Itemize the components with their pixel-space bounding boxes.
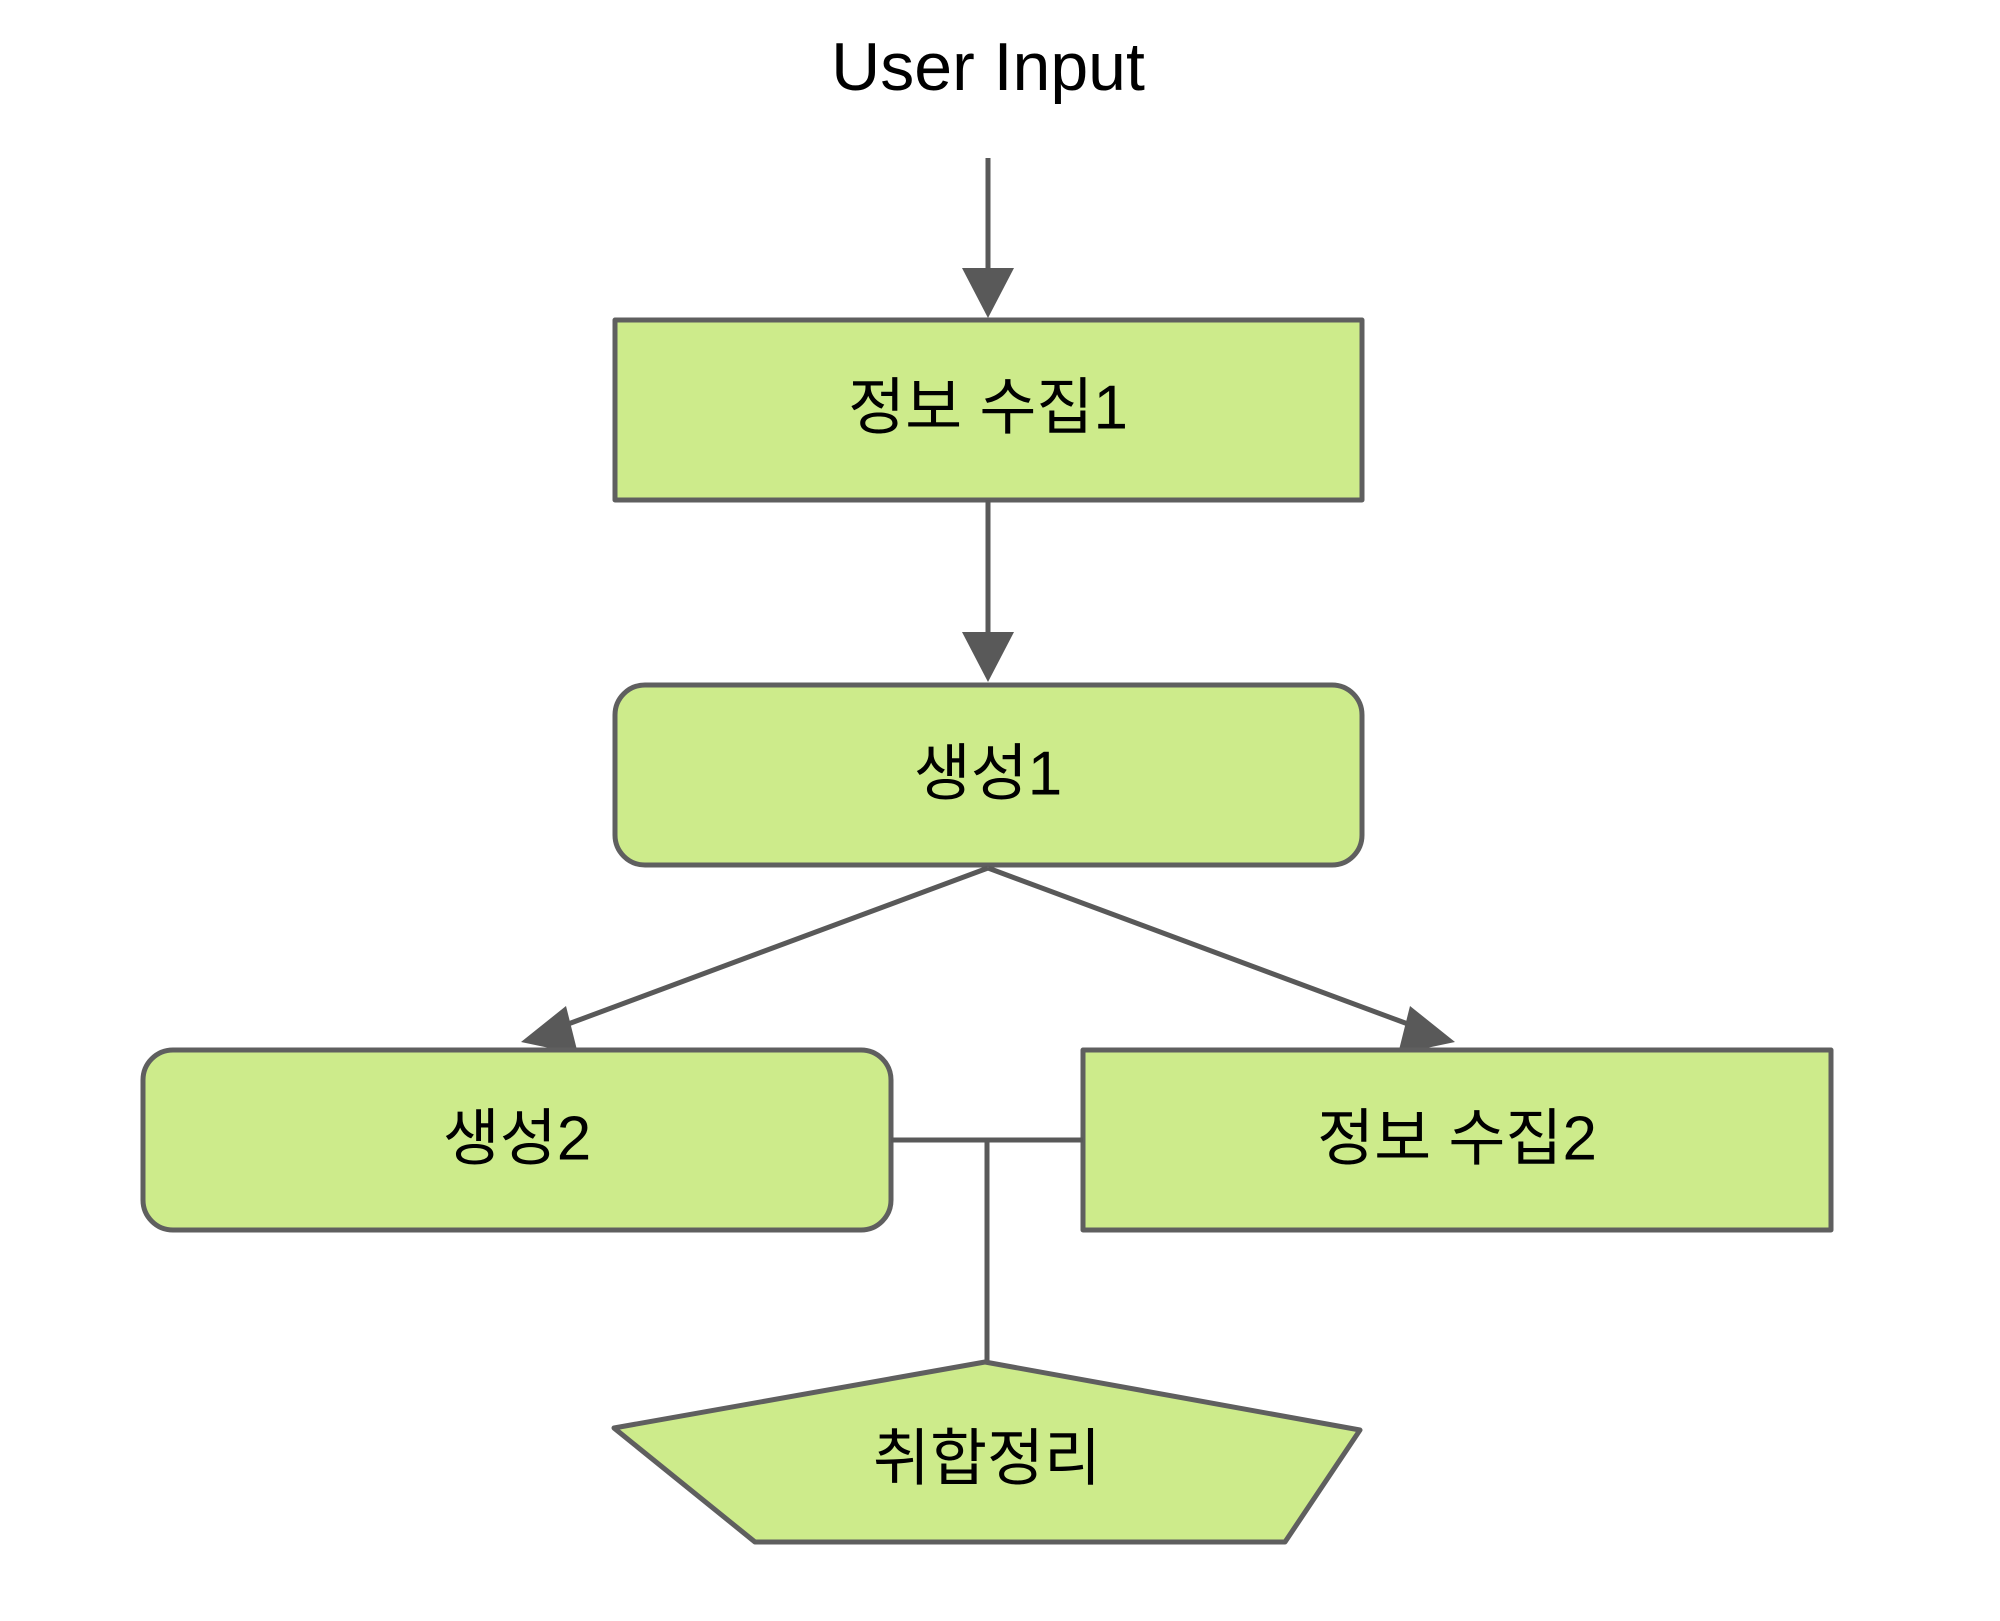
node-shape-pentagon (611, 1359, 1363, 1545)
node-jeongbo-sujip-2[interactable]: 정보 수집2 (1080, 1047, 1834, 1233)
node-label-4: 정보 수집2 (1317, 1104, 1597, 1173)
edge-user-input-to-node1 (962, 158, 1014, 318)
node-label-2: 생성1 (914, 739, 1063, 808)
node-label-1: 정보 수집1 (848, 373, 1128, 442)
node-chwihap-jeongri[interactable]: 취합정리 (611, 1359, 1363, 1545)
node-jeongbo-sujip-1[interactable]: 정보 수집1 (612, 317, 1365, 503)
node-label-5: 취합정리 (873, 1424, 1101, 1493)
edge-node2-to-node4 (987, 865, 1455, 1054)
edge-node1-to-node2 (962, 500, 1014, 682)
node-saengseong-2[interactable]: 생성2 (140, 1047, 894, 1233)
title-user-input: User Input (831, 29, 1145, 105)
node-shape-rectangle-2 (1080, 1047, 1834, 1233)
node-label-3: 생성2 (443, 1104, 592, 1173)
node-shape-rounded-rectangle (612, 682, 1365, 868)
edge-node2-to-node3 (521, 865, 989, 1054)
node-saengseong-1[interactable]: 생성1 (612, 682, 1365, 868)
